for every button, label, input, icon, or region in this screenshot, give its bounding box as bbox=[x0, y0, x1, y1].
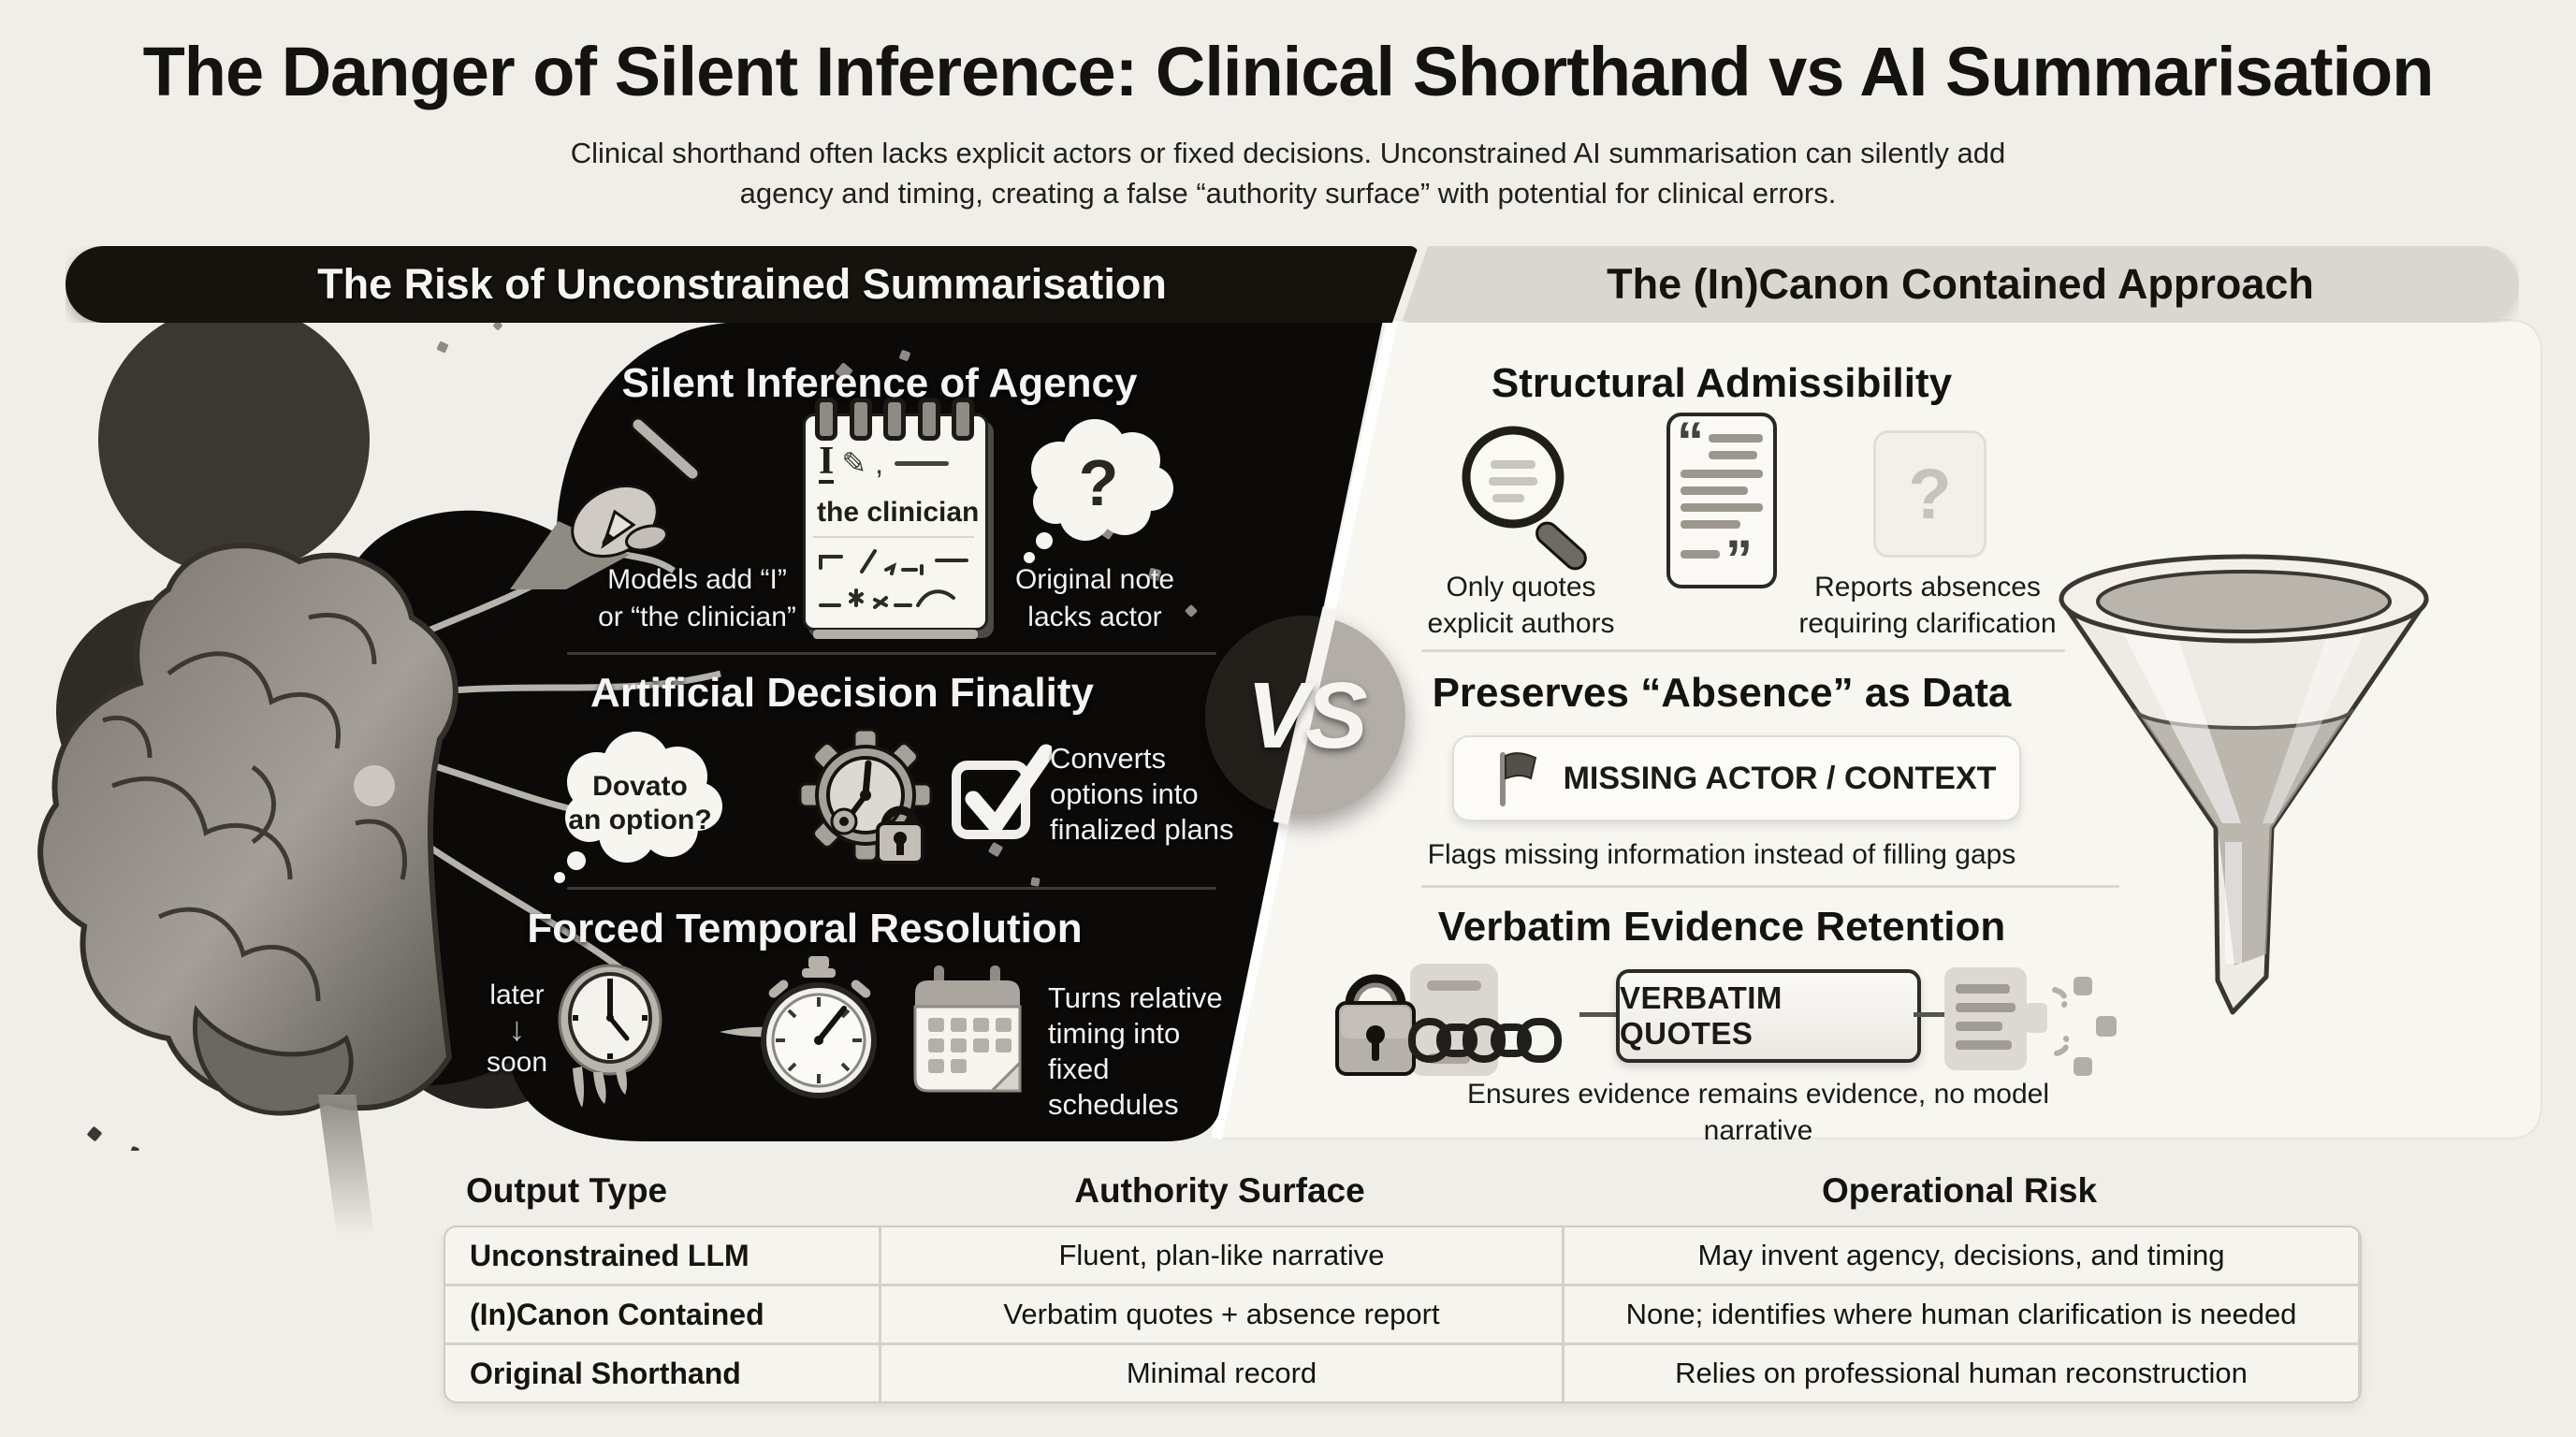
notepad-icon: I ✎ , the clinician bbox=[803, 398, 988, 639]
faded-question-box-icon: ? bbox=[1873, 430, 1987, 558]
right-divider-1 bbox=[1421, 649, 2065, 652]
table-header-operational-risk: Operational Risk bbox=[1821, 1171, 2098, 1210]
table-row: Original Shorthand bbox=[445, 1345, 879, 1401]
notepad-line-clinician: the clinician bbox=[817, 497, 980, 528]
cerebellum bbox=[193, 1005, 354, 1116]
notepad-spiral bbox=[815, 398, 974, 441]
caption-converts-options: Converts options into finalized plans bbox=[1050, 742, 1234, 846]
padlock-chain-document-icon bbox=[1335, 964, 1562, 1076]
verbatim-quotes-box: VERBATIM QUOTES bbox=[1616, 969, 1921, 1063]
pencil-icon: ✎ , bbox=[841, 446, 883, 480]
caption-ensures-evidence: Ensures evidence remains evidence, no mo… bbox=[1466, 1079, 2050, 1146]
calendar-icon bbox=[913, 965, 1022, 1093]
flag-icon bbox=[1500, 752, 1537, 806]
left-divider-2 bbox=[567, 887, 1216, 890]
page-title: The Danger of Silent Inference: Clinical… bbox=[142, 33, 2435, 110]
faded-question-glyph: ? bbox=[1908, 454, 1952, 534]
missing-actor-label: MISSING ACTOR / CONTEXT bbox=[1563, 760, 1997, 796]
hand-with-pen-icon bbox=[510, 416, 701, 589]
verbatim-quotes-label: VERBATIM QUOTES bbox=[1620, 980, 1783, 1051]
table-header-authority-surface: Authority Surface bbox=[1074, 1171, 1365, 1210]
caption-only-quotes: Only quotes explicit authors bbox=[1427, 572, 1615, 639]
caption-reports-absences: Reports absences requiring clarification bbox=[1798, 572, 2057, 639]
section-heading-silent-inference: Silent Inference of Agency bbox=[621, 360, 1138, 406]
left-banner-label: The Risk of Unconstrained Summarisation bbox=[317, 260, 1167, 308]
caption-flags-missing: Flags missing information instead of fil… bbox=[1427, 839, 2016, 870]
brain-gyri bbox=[102, 612, 408, 1002]
left-divider-1 bbox=[567, 652, 1216, 655]
melting-clock-icon bbox=[558, 964, 662, 1108]
vs-badge: VS bbox=[1205, 606, 1405, 825]
bubble-text-line2: an option? bbox=[568, 805, 711, 835]
question-thought-cloud-icon: ? bbox=[1024, 419, 1173, 563]
section-heading-verbatim-retention: Verbatim Evidence Retention bbox=[1437, 904, 2006, 950]
section-heading-preserves-absence: Preserves “Absence” as Data bbox=[1432, 670, 2012, 716]
page-subtitle: Clinical shorthand often lacks explicit … bbox=[0, 133, 2576, 213]
subtitle-line-1: Clinical shorthand often lacks explicit … bbox=[570, 137, 2006, 169]
gear-clock-lock-icon bbox=[798, 728, 933, 864]
missing-actor-box: MISSING ACTOR / CONTEXT bbox=[1452, 735, 2021, 821]
later-soon-labels: later ↓ soon bbox=[473, 979, 561, 1080]
right-banner-label: The (In)Canon Contained Approach bbox=[1607, 260, 2314, 308]
bubble-text-line1: Dovato bbox=[592, 771, 688, 802]
subtitle-line-2: agency and timing, creating a false “aut… bbox=[739, 177, 1837, 210]
notepad-dash bbox=[894, 460, 949, 466]
caption-turns-relative: Turns relative timing into fixed schedul… bbox=[1048, 981, 1223, 1121]
section-heading-temporal-resolution: Forced Temporal Resolution bbox=[527, 906, 1083, 951]
connector-left bbox=[1579, 1012, 1619, 1017]
comparison-table: Unconstrained LLM Fluent, plan-like narr… bbox=[444, 1226, 2362, 1403]
checkbox-icon bbox=[952, 744, 1052, 839]
question-mark-glyph: ? bbox=[1079, 446, 1119, 519]
notepad-word-i: I bbox=[819, 440, 835, 484]
table-row: (In)Canon Contained bbox=[445, 1286, 879, 1343]
shorthand-squiggles bbox=[819, 549, 968, 609]
quote-document-icon: “ ” bbox=[1666, 412, 1777, 589]
right-divider-2 bbox=[1421, 885, 2119, 888]
magnifier-icon bbox=[1462, 426, 1587, 571]
table-header-output-type: Output Type bbox=[466, 1171, 668, 1210]
vs-label: VS bbox=[1246, 662, 1367, 768]
document-fragments-icon bbox=[1944, 967, 2117, 1076]
open-quote-glyph: “ bbox=[1677, 412, 1704, 472]
right-banner: The (In)Canon Contained Approach bbox=[1402, 246, 2519, 323]
close-quote-glyph: ” bbox=[1725, 530, 1753, 589]
arrow-down-icon: ↓ bbox=[508, 1009, 526, 1048]
section-heading-decision-finality: Artificial Decision Finality bbox=[590, 670, 1094, 716]
section-heading-structural-admissibility: Structural Admissibility bbox=[1491, 360, 1953, 406]
connector-right bbox=[1914, 1012, 1947, 1017]
dovato-thought-bubble: Dovato an option? bbox=[554, 732, 722, 883]
stopwatch-icon bbox=[761, 956, 877, 1098]
funnel-icon bbox=[2059, 554, 2429, 1015]
brain-stem bbox=[318, 1095, 374, 1235]
caption-original-note: Original note lacks actor bbox=[1014, 564, 1175, 632]
caption-models-add: Models add “I” or “the clinician” bbox=[598, 564, 796, 632]
table-row: Unconstrained LLM bbox=[445, 1227, 879, 1284]
left-banner: The Risk of Unconstrained Summarisation bbox=[65, 246, 1419, 323]
